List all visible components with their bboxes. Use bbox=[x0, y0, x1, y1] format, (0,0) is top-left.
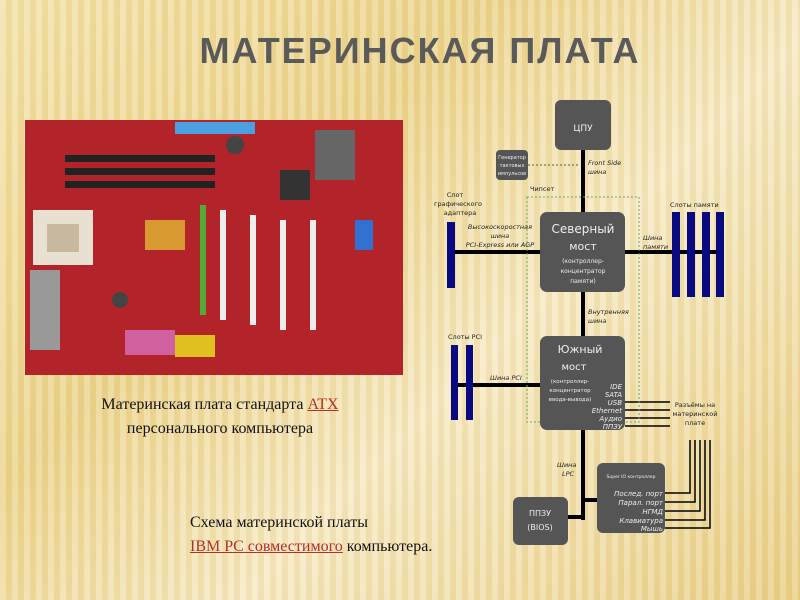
caption-text-2: персонального компьютера bbox=[126, 420, 314, 437]
agp-bus-label-2: шина bbox=[491, 232, 509, 240]
graphics-slot-label-3: адаптера bbox=[444, 209, 477, 217]
agp-bus-label: Высокоскоростная bbox=[468, 223, 532, 231]
chipset-label: Чипсет bbox=[530, 185, 555, 193]
graphics-slot-label-2: графического bbox=[434, 200, 482, 208]
fsb-label-2: шина bbox=[588, 168, 606, 176]
fsb-label: Front Side bbox=[588, 159, 621, 167]
svg-text:ППЗУ: ППЗУ bbox=[603, 423, 623, 431]
onboard-label-3: плате bbox=[685, 419, 705, 427]
memory-slot bbox=[672, 212, 680, 297]
port-lines bbox=[625, 401, 711, 529]
motherboard-photo bbox=[25, 120, 403, 375]
graphics-slot bbox=[447, 222, 455, 288]
svg-text:USB: USB bbox=[608, 399, 623, 407]
svg-text:ЦПУ: ЦПУ bbox=[573, 124, 593, 134]
pci-slot bbox=[451, 345, 458, 420]
svg-text:ввода-вывода): ввода-вывода) bbox=[549, 397, 592, 403]
svg-text:Super IO контроллер: Super IO контроллер bbox=[607, 474, 656, 480]
pci-slot bbox=[466, 345, 473, 420]
svg-text:мост: мост bbox=[569, 240, 597, 253]
caption-suffix: компьютера. bbox=[342, 538, 433, 555]
memory-slots-label: Слоты памяти bbox=[670, 201, 719, 209]
photo-caption: Материнская плата стандарта ATX персонал… bbox=[40, 393, 400, 441]
lpc-bus-label: Шина bbox=[557, 461, 576, 469]
cpu-box: ЦПУ bbox=[555, 100, 611, 150]
svg-text:ППЗУ: ППЗУ bbox=[529, 509, 551, 518]
svg-text:НГМД: НГМД bbox=[642, 508, 663, 516]
onboard-label: Разъёмы на bbox=[675, 401, 715, 409]
onboard-label-2: материнской bbox=[673, 410, 718, 418]
memory-slot bbox=[687, 212, 695, 297]
internal-bus-label-2: шина bbox=[588, 317, 606, 325]
svg-text:Послед. порт: Послед. порт bbox=[614, 490, 664, 498]
svg-text:тактовых: тактовых bbox=[500, 163, 525, 169]
memory-slot bbox=[716, 212, 724, 297]
svg-text:концентратор: концентратор bbox=[549, 388, 591, 394]
svg-text:Ethernet: Ethernet bbox=[592, 407, 623, 415]
svg-text:Клавиатура: Клавиатура bbox=[619, 517, 663, 525]
ibm-pc-link[interactable]: IBM PC совместимого bbox=[190, 538, 343, 555]
svg-text:Парал. порт: Парал. порт bbox=[618, 499, 664, 507]
svg-text:Генератор: Генератор bbox=[498, 155, 526, 161]
svg-text:мост: мост bbox=[562, 362, 587, 373]
caption-text: Материнская плата стандарта bbox=[101, 396, 308, 413]
svg-text:концентратор: концентратор bbox=[561, 268, 606, 275]
agp-bus-label-3: PCI-Express или AGP bbox=[466, 241, 534, 249]
svg-text:(контроллер-: (контроллер- bbox=[562, 258, 604, 265]
memory-bus-label-2: памяти bbox=[643, 243, 668, 251]
clock-generator-box: Генератор тактовых импульсов bbox=[496, 150, 528, 180]
svg-text:(BIOS): (BIOS) bbox=[527, 523, 552, 532]
slide-title: МАТЕРИНСКАЯ ПЛАТА bbox=[199, 30, 641, 71]
svg-text:Южный: Южный bbox=[558, 343, 603, 356]
diagram-caption: Схема материнской платы IBM PC совместим… bbox=[190, 511, 432, 559]
svg-text:SATA: SATA bbox=[605, 391, 622, 399]
svg-text:(контроллер-: (контроллер- bbox=[551, 379, 589, 385]
graphics-slot-label: Слот bbox=[447, 191, 464, 199]
svg-text:импульсов: импульсов bbox=[498, 171, 526, 177]
atx-link[interactable]: ATX bbox=[307, 396, 339, 413]
svg-text:Мышь: Мышь bbox=[641, 525, 663, 533]
super-io-box: Super IO контроллер Послед. порт Парал. … bbox=[597, 463, 665, 533]
memory-slot bbox=[702, 212, 710, 297]
north-bridge-box: Северный мост (контроллер- концентратор … bbox=[540, 212, 625, 292]
south-bridge-box: Южный мост (контроллер- концентратор вво… bbox=[540, 336, 625, 431]
memory-bus-label: Шина bbox=[643, 234, 662, 242]
svg-text:Аудио: Аудио bbox=[598, 415, 622, 423]
internal-bus-label: Внутренняя bbox=[588, 308, 629, 316]
svg-text:IDE: IDE bbox=[610, 383, 622, 391]
bios-box: ППЗУ (BIOS) bbox=[513, 497, 568, 545]
pci-slots-label: Слоты PCI bbox=[448, 333, 482, 341]
pci-bus-label: Шина PCI bbox=[490, 374, 522, 382]
motherboard-illustration bbox=[25, 120, 403, 375]
lpc-bus-label-2: LPC bbox=[562, 470, 575, 478]
svg-text:памяти): памяти) bbox=[570, 278, 595, 285]
caption-line1: Схема материнской платы bbox=[190, 514, 369, 531]
svg-text:Северный: Северный bbox=[552, 222, 615, 236]
